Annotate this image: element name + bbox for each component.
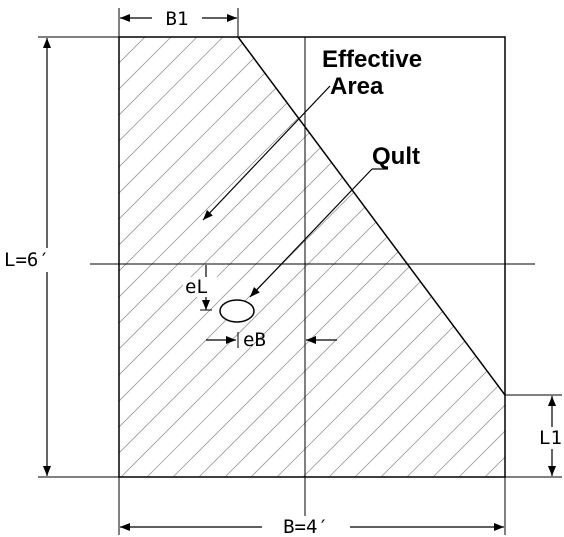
width-label: B=4′ <box>283 516 329 537</box>
hatch-line <box>279 37 505 477</box>
hatch-line <box>119 37 313 477</box>
qult-label: Qult <box>372 143 420 170</box>
length-label-bg <box>2 248 90 272</box>
hatch-line <box>119 37 287 477</box>
b1-label: B1 <box>166 8 189 30</box>
el-label-bg <box>183 277 217 297</box>
effective-area-boundary <box>237 36 506 396</box>
el-label: eL <box>185 276 208 298</box>
hatch-line <box>461 37 505 477</box>
hatch-line <box>119 37 505 477</box>
effective-area-label-line1: Effective <box>322 46 422 73</box>
hatch-line <box>119 37 209 477</box>
hatch-line <box>383 37 505 477</box>
length-label: L=6′ <box>4 249 50 271</box>
hatch-line <box>331 37 505 477</box>
hatch-line <box>409 37 505 477</box>
footing-outline <box>118 36 506 478</box>
hatch-line <box>123 37 505 477</box>
hatch-line <box>119 37 339 477</box>
l1-label: L1 <box>539 427 562 449</box>
qult-leader <box>249 168 373 298</box>
hatch-line <box>305 37 505 477</box>
hatch-line <box>119 37 505 477</box>
hatch-line <box>357 37 505 477</box>
hatch-line <box>119 37 505 477</box>
hatch-line <box>253 37 505 477</box>
hatch-line <box>435 37 505 477</box>
width-label-bg <box>262 516 350 537</box>
hatch-line <box>119 37 505 477</box>
effective-area-leader <box>202 85 331 221</box>
hatch-line <box>119 37 235 477</box>
effective-area-label-line2: Area <box>330 73 384 100</box>
eb-label: eB <box>243 329 266 351</box>
hatch-line <box>119 37 261 477</box>
load-point-marker <box>219 299 255 323</box>
l1-label-bg <box>538 427 564 449</box>
hatch-line <box>514 0 564 500</box>
b1-label-bg <box>152 8 202 29</box>
